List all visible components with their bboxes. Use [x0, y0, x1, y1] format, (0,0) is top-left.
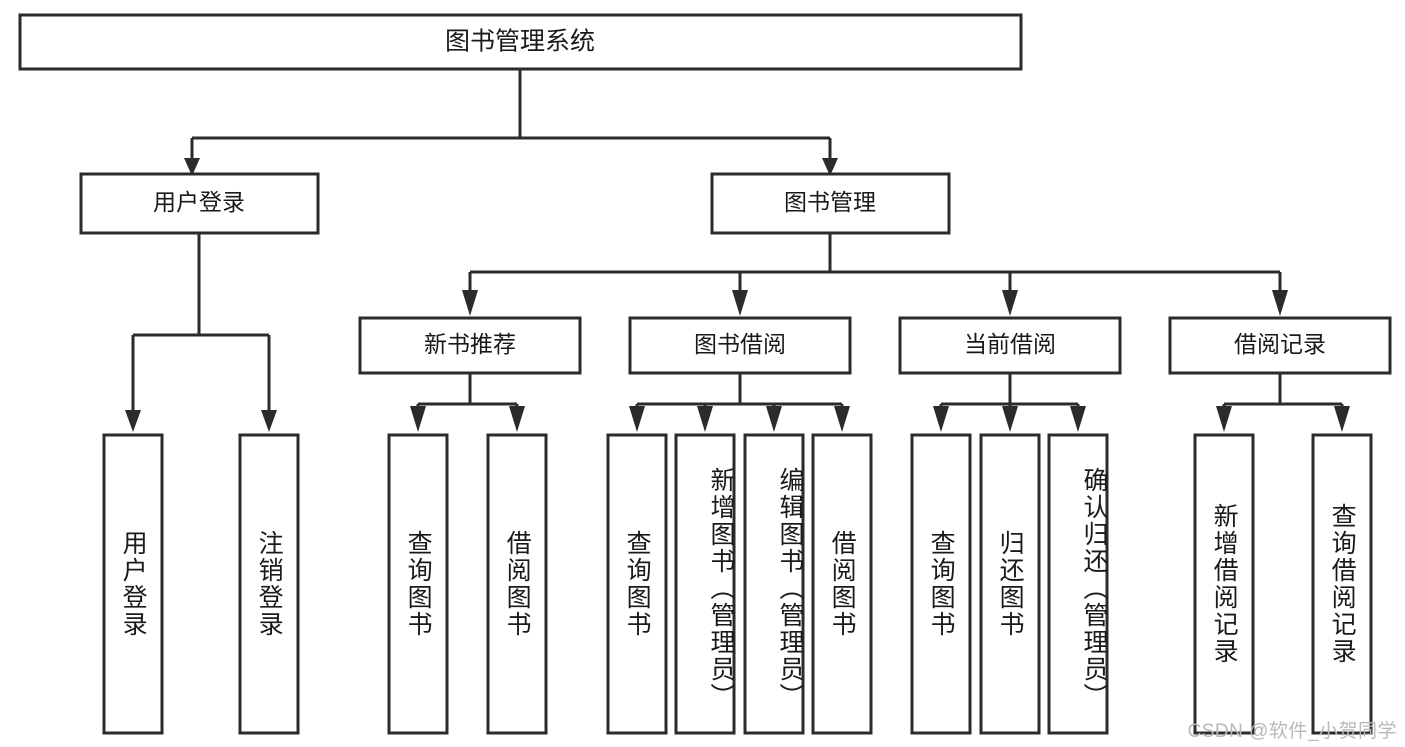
leaf-add-book-box[interactable]	[674, 433, 736, 735]
leaf-borrow-book-2-box[interactable]	[811, 433, 873, 735]
leaf-return-book-box[interactable]	[979, 433, 1041, 735]
arrow-to-leaf-query-book-3	[933, 406, 949, 432]
connector-group	[125, 69, 1350, 432]
arrow-to-leaf-logout-login	[261, 410, 277, 432]
arrow-to-leaf-borrow-book-2	[834, 406, 850, 432]
node-root-label: 图书管理系统	[445, 28, 595, 56]
arrow-to-user-login	[184, 158, 200, 176]
node-borrow-record-label: 借阅记录	[1234, 331, 1326, 357]
node-new-book-recommend[interactable]: 新书推荐	[358, 316, 582, 375]
arrow-to-leaf-user-login	[125, 410, 141, 432]
leaf-query-book-3-box[interactable]	[910, 433, 972, 735]
leaf-borrow-book-1-box[interactable]	[486, 433, 548, 735]
node-new-book-recommend-label: 新书推荐	[424, 331, 516, 357]
node-current-borrow-box[interactable]	[898, 316, 1122, 375]
node-current-borrow-label: 当前借阅	[964, 331, 1056, 357]
node-borrow-record[interactable]: 借阅记录	[1168, 316, 1392, 375]
leaf-edit-book-box[interactable]	[743, 433, 805, 735]
arrow-to-leaf-add-book	[697, 406, 713, 432]
leaf-logout-login-box[interactable]	[238, 433, 300, 735]
leaf-add-record-box[interactable]	[1193, 433, 1255, 735]
leaf-confirm-return-box[interactable]	[1047, 433, 1109, 735]
leaf-boxes	[102, 433, 1373, 735]
node-book-borrow-label: 图书借阅	[694, 331, 786, 357]
arrow-to-book-borrow	[732, 290, 748, 316]
csdn-watermark: CSDN @软件_小贺同学	[1187, 721, 1397, 742]
leaf-user-login-box[interactable]	[102, 433, 164, 735]
node-book-manage[interactable]: 图书管理	[710, 172, 951, 235]
arrow-to-book-manage	[822, 158, 838, 176]
arrow-to-leaf-query-record	[1334, 406, 1350, 432]
node-root[interactable]: 图书管理系统	[18, 13, 1023, 71]
leaf-query-book-1-box[interactable]	[387, 433, 449, 735]
node-book-borrow-box[interactable]	[628, 316, 852, 375]
node-user-login-label: 用户登录	[153, 189, 245, 215]
arrow-to-leaf-return-book	[1002, 406, 1018, 432]
node-book-manage-box[interactable]	[710, 172, 951, 235]
node-borrow-record-box[interactable]	[1168, 316, 1392, 375]
node-current-borrow[interactable]: 当前借阅	[898, 316, 1122, 375]
arrow-to-leaf-confirm-return	[1070, 406, 1086, 432]
arrow-to-leaf-add-record	[1216, 406, 1232, 432]
arrow-to-leaf-query-book-1	[410, 406, 426, 432]
arrow-to-leaf-query-book-2	[629, 406, 645, 432]
node-new-book-recommend-box[interactable]	[358, 316, 582, 375]
node-user-login-box[interactable]	[79, 172, 320, 235]
arrow-to-borrow-record	[1272, 290, 1288, 316]
leaf-query-record-box[interactable]	[1311, 433, 1373, 735]
node-user-login[interactable]: 用户登录	[79, 172, 320, 235]
node-root-box[interactable]	[18, 13, 1023, 71]
arrow-to-current-borrow	[1002, 290, 1018, 316]
arrow-to-new-book-recommend	[462, 290, 478, 316]
node-book-borrow[interactable]: 图书借阅	[628, 316, 852, 375]
arrow-to-leaf-edit-book	[766, 406, 782, 432]
arrow-to-leaf-borrow-book-1	[509, 406, 525, 432]
node-book-manage-label: 图书管理	[784, 189, 876, 215]
leaf-query-book-2-box[interactable]	[606, 433, 668, 735]
